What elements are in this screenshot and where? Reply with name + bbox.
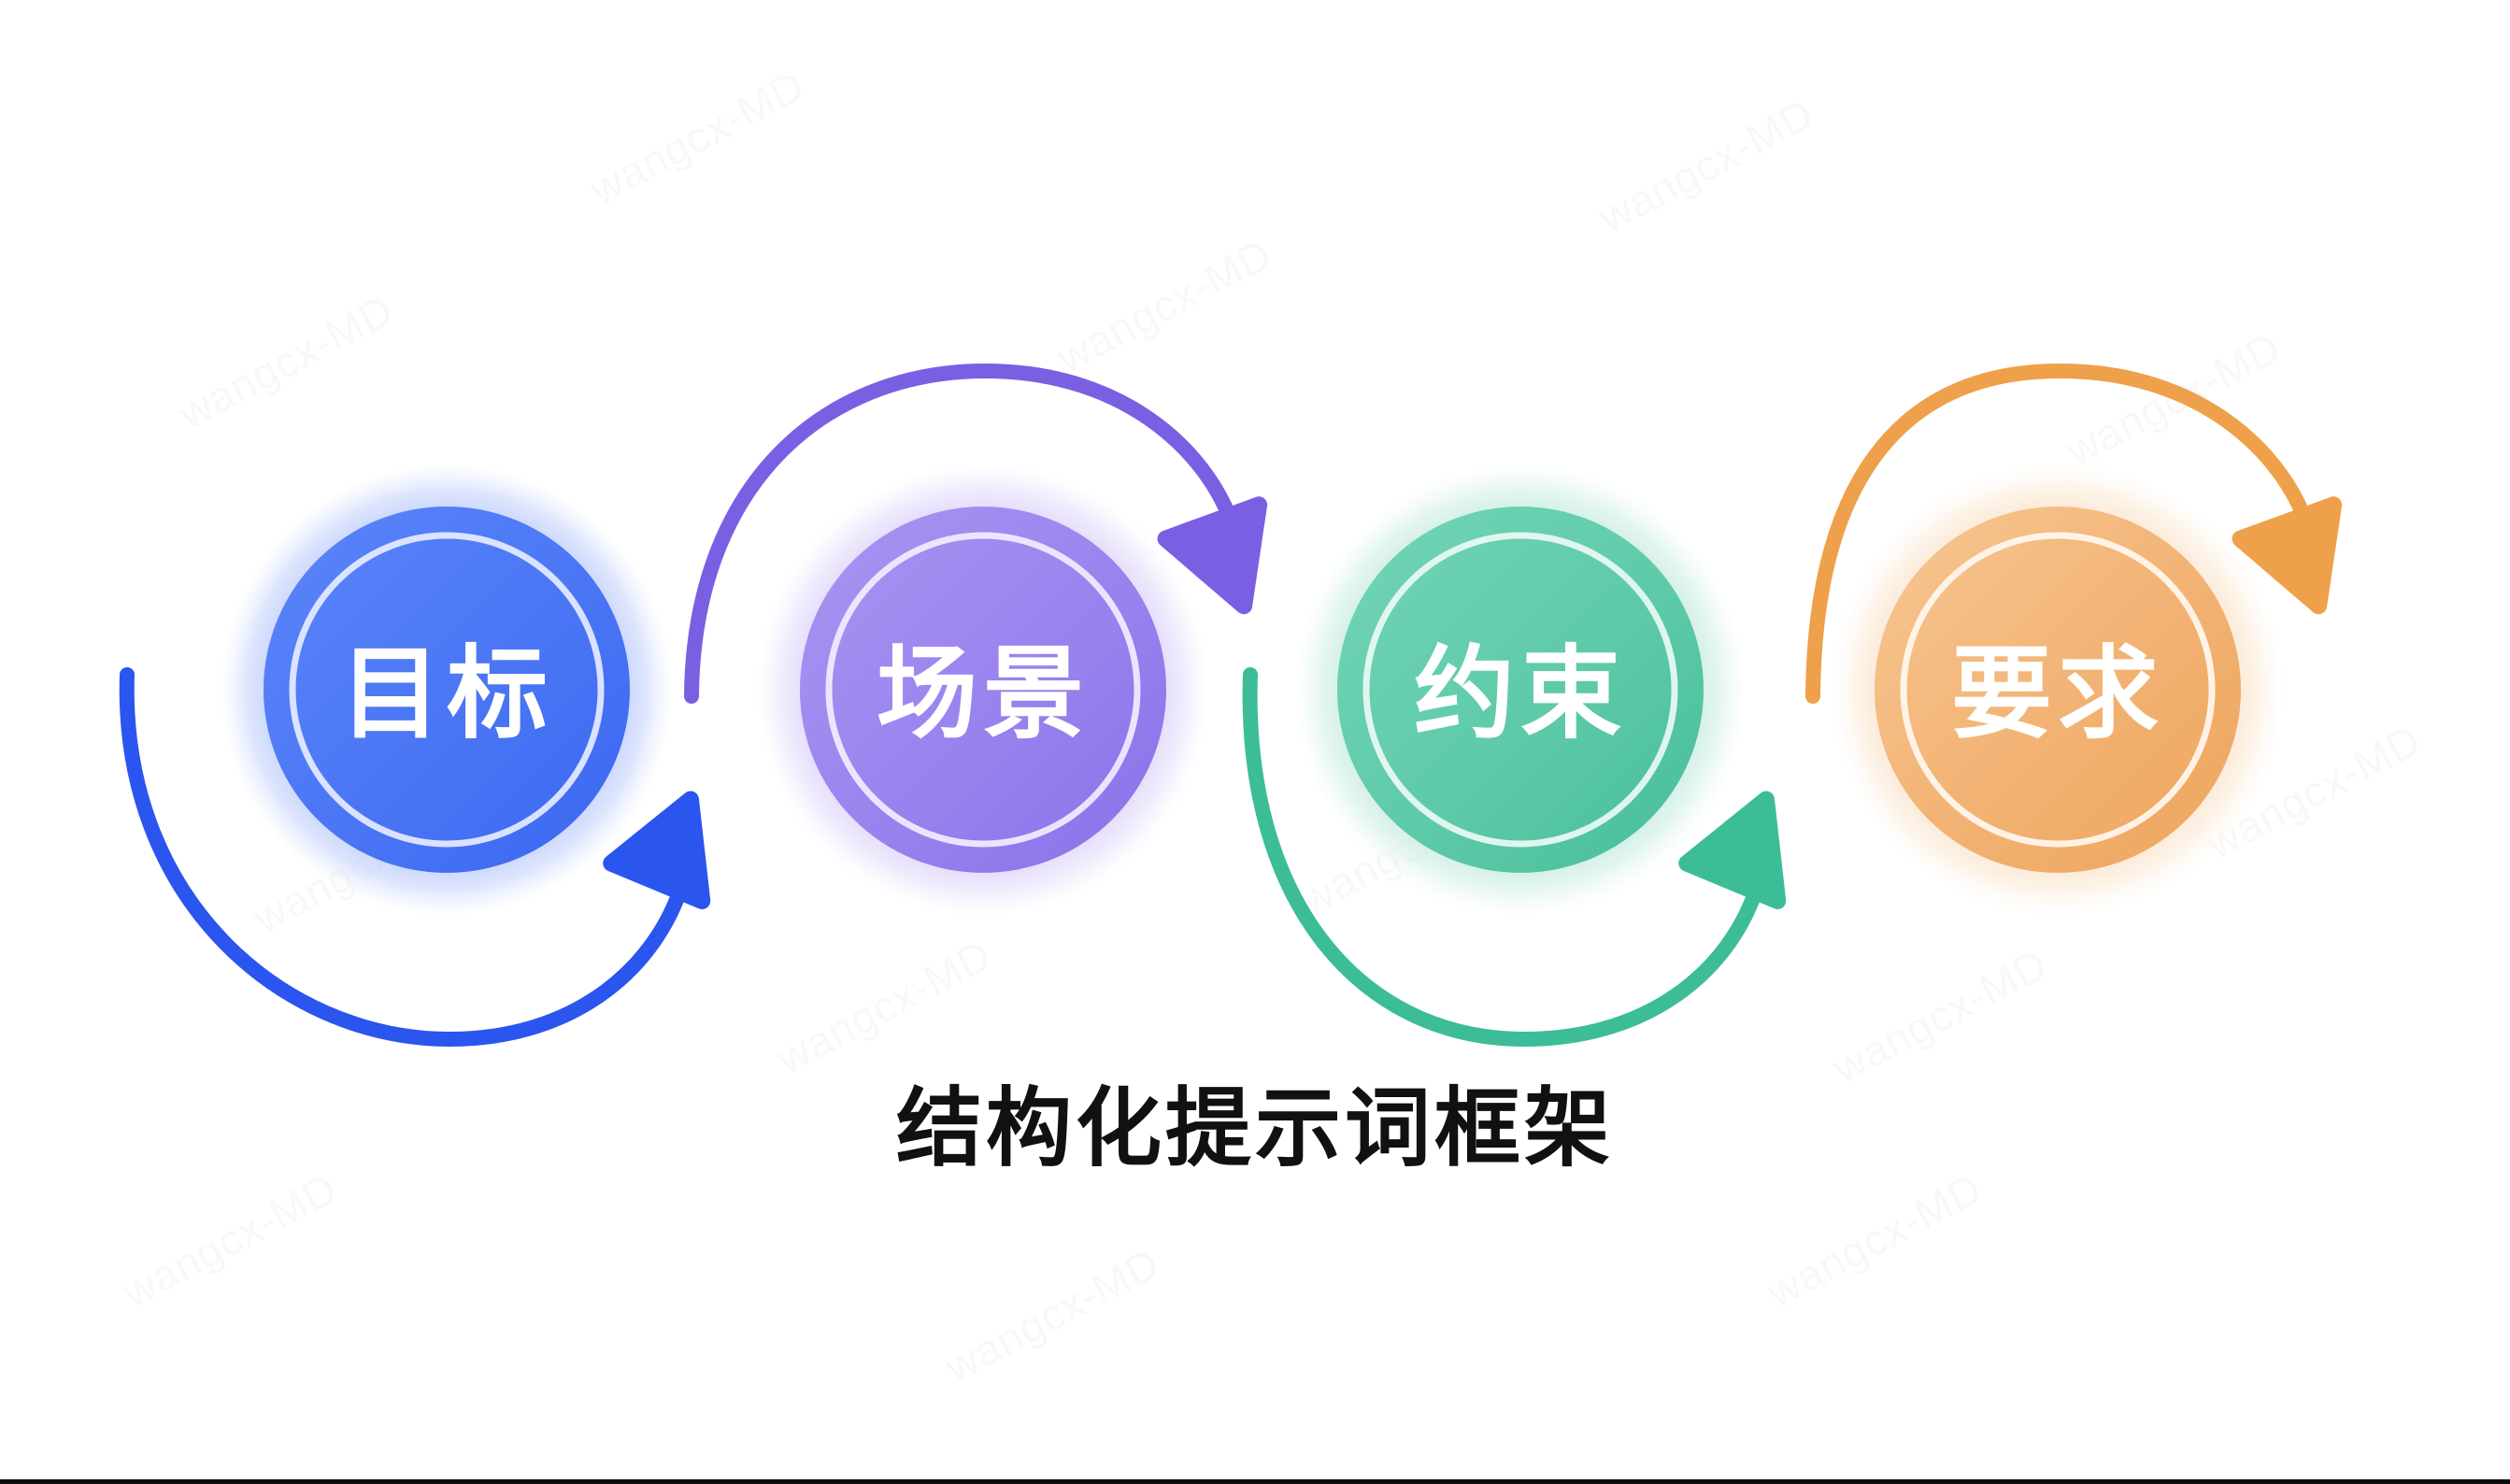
- arrow-head-icon: [2232, 496, 2343, 615]
- node-core: [264, 507, 630, 873]
- diagram-title: 结构化提示词框架: [895, 1081, 1614, 1177]
- node-core: [1875, 507, 2241, 873]
- node-inner-ring: [825, 532, 1141, 848]
- node-core: [1337, 507, 1704, 873]
- node-label-scenario: 场景: [877, 637, 1090, 750]
- node-inner-ring: [289, 532, 605, 848]
- node-inner-ring: [1900, 532, 2216, 848]
- node-label-goal: 目标: [340, 637, 553, 750]
- node-goal[interactable]: 目标: [221, 464, 673, 916]
- node-label-requirement: 要求: [1951, 637, 2164, 750]
- arrow-path: [684, 363, 1243, 704]
- arrow-path: [1242, 667, 1768, 1048]
- arrow-head-icon: [1157, 496, 1268, 615]
- node-core: [800, 507, 1166, 873]
- node-constraint[interactable]: 约束: [1294, 464, 1747, 916]
- node-scenario[interactable]: 场景: [757, 464, 1209, 916]
- arrow-head-icon: [603, 791, 711, 909]
- arrow-constraint-to-requirement: [1242, 667, 1787, 1048]
- arrow-goal-to-scenario: [119, 667, 711, 1048]
- arrow-requirement-loop: [1805, 363, 2343, 704]
- arrow-head-icon: [1678, 791, 1787, 909]
- node-requirement[interactable]: 要求: [1832, 464, 2284, 916]
- bottom-divider: [0, 1479, 2510, 1484]
- arrow-scenario-to-constraint: [684, 363, 1268, 704]
- arrow-path: [119, 667, 692, 1048]
- arrow-path: [1805, 363, 2317, 704]
- node-inner-ring: [1362, 532, 1678, 848]
- node-label-constraint: 约束: [1414, 637, 1627, 750]
